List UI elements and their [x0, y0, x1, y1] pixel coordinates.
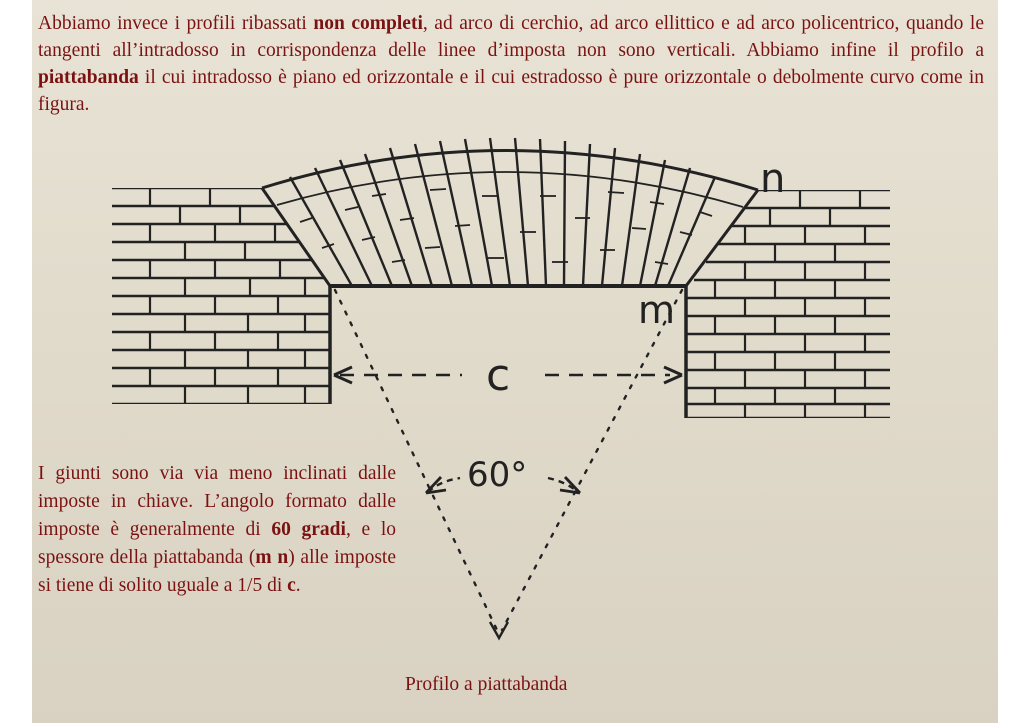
flat-arch	[260, 137, 760, 288]
angle-arc	[424, 476, 582, 495]
term-non-completi: non completi	[313, 13, 423, 34]
label-n: n	[760, 156, 785, 202]
label-angle: 60°	[467, 455, 527, 495]
dimension-line-c	[333, 365, 683, 385]
figure-caption: Profilo a piattabanda	[405, 674, 568, 695]
left-brick-wall	[112, 188, 330, 404]
description-paragraph: I giunti sono via via meno inclinati dal…	[38, 463, 397, 596]
document-page	[32, 0, 998, 723]
apex-mark	[488, 621, 510, 641]
term-m-n: m n	[255, 547, 289, 568]
label-c: c	[486, 350, 510, 401]
term-c: c	[287, 575, 296, 596]
label-m: m	[638, 288, 675, 332]
intro-paragraph: Abbiamo invece i profili ribassati non c…	[38, 13, 984, 115]
term-piattabanda: piattabanda	[38, 67, 139, 88]
term-60-gradi: 60 gradi	[271, 519, 346, 540]
right-brick-wall	[686, 190, 890, 418]
angle-construction-lines	[333, 288, 684, 632]
